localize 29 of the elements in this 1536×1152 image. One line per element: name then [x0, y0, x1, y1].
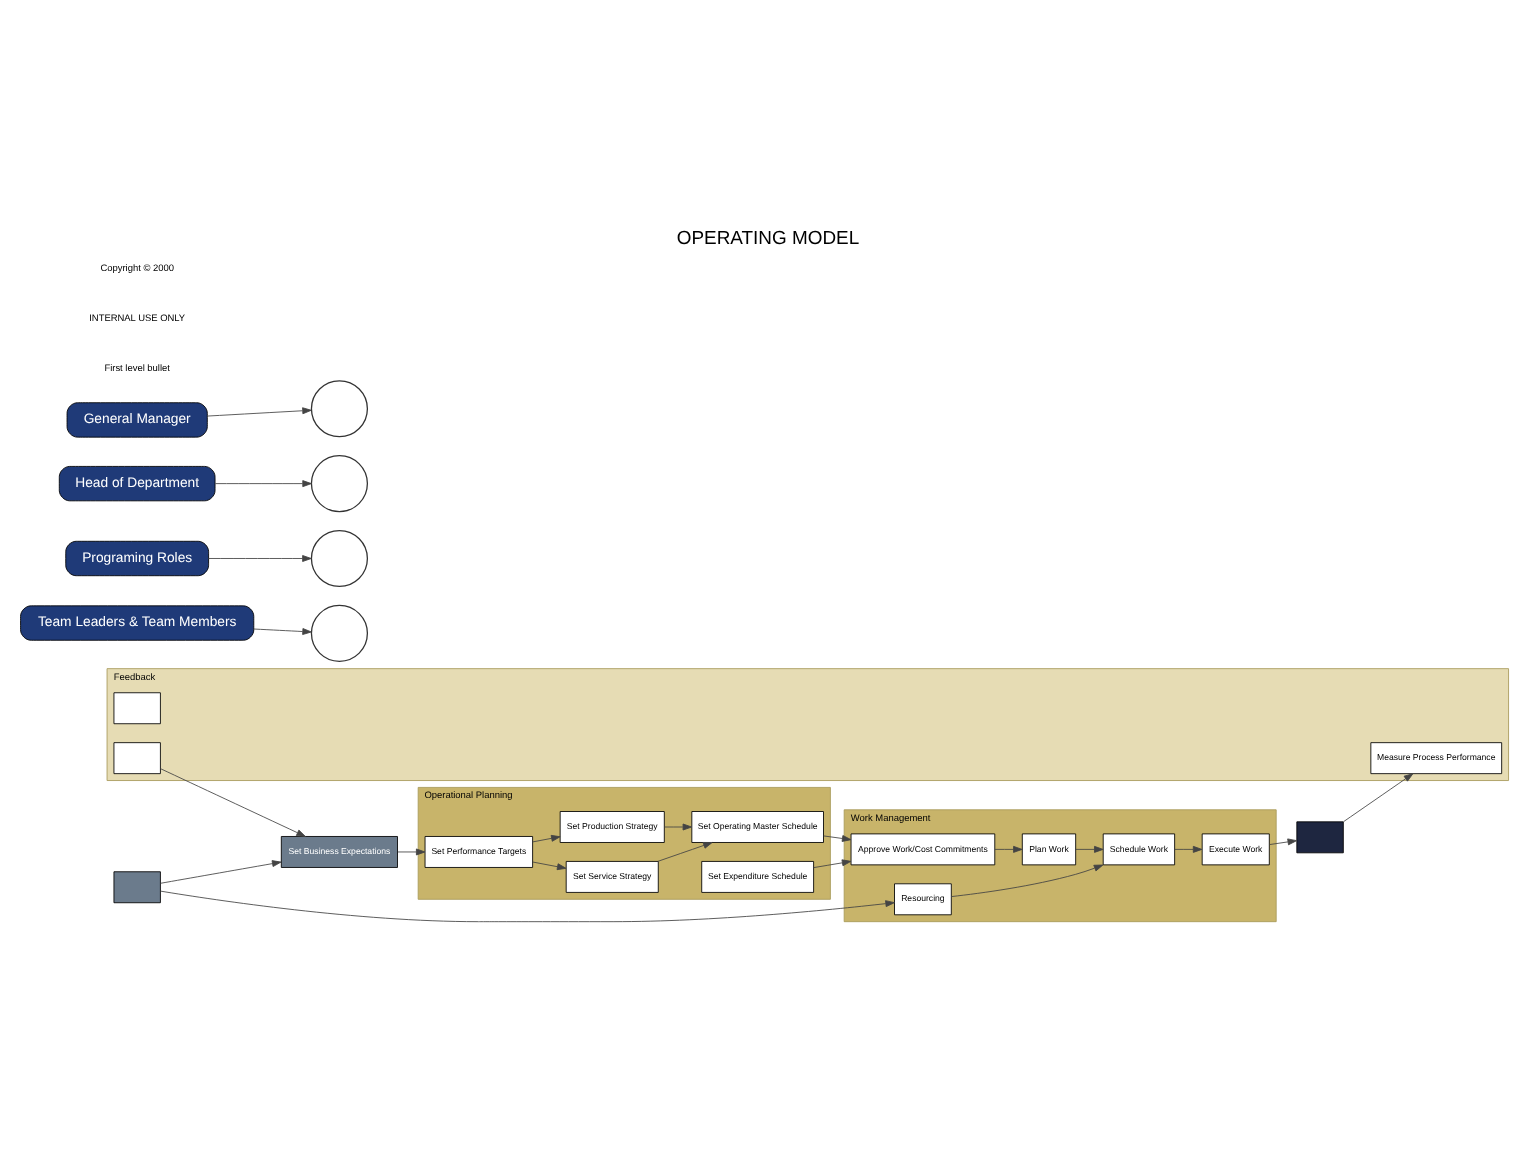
node-circle — [310, 603, 369, 661]
arrow — [950, 863, 1104, 896]
node-circle — [310, 454, 369, 512]
arrow — [1075, 844, 1104, 852]
arrow — [532, 833, 561, 842]
arrow — [160, 767, 306, 836]
arrow — [160, 889, 895, 922]
arrow — [532, 860, 567, 870]
arrow — [160, 859, 282, 883]
arrow — [813, 858, 852, 868]
arrow — [823, 834, 852, 841]
node-box — [113, 691, 161, 724]
arrow — [1174, 844, 1203, 852]
arrow — [664, 822, 693, 830]
node-box — [113, 870, 161, 903]
arrow — [208, 554, 312, 561]
node-circle — [310, 379, 369, 437]
arrow — [1269, 837, 1298, 845]
diagram-title: OPERATING MODEL — [676, 227, 860, 250]
arrow — [253, 627, 312, 634]
node-box — [113, 741, 161, 774]
node-circle — [310, 528, 369, 587]
arrow — [994, 844, 1023, 852]
arrow — [214, 479, 312, 487]
node-box — [1296, 820, 1344, 853]
arrow — [397, 847, 426, 855]
arrow — [206, 406, 312, 416]
arrow — [1343, 772, 1414, 822]
arrow — [657, 841, 713, 861]
